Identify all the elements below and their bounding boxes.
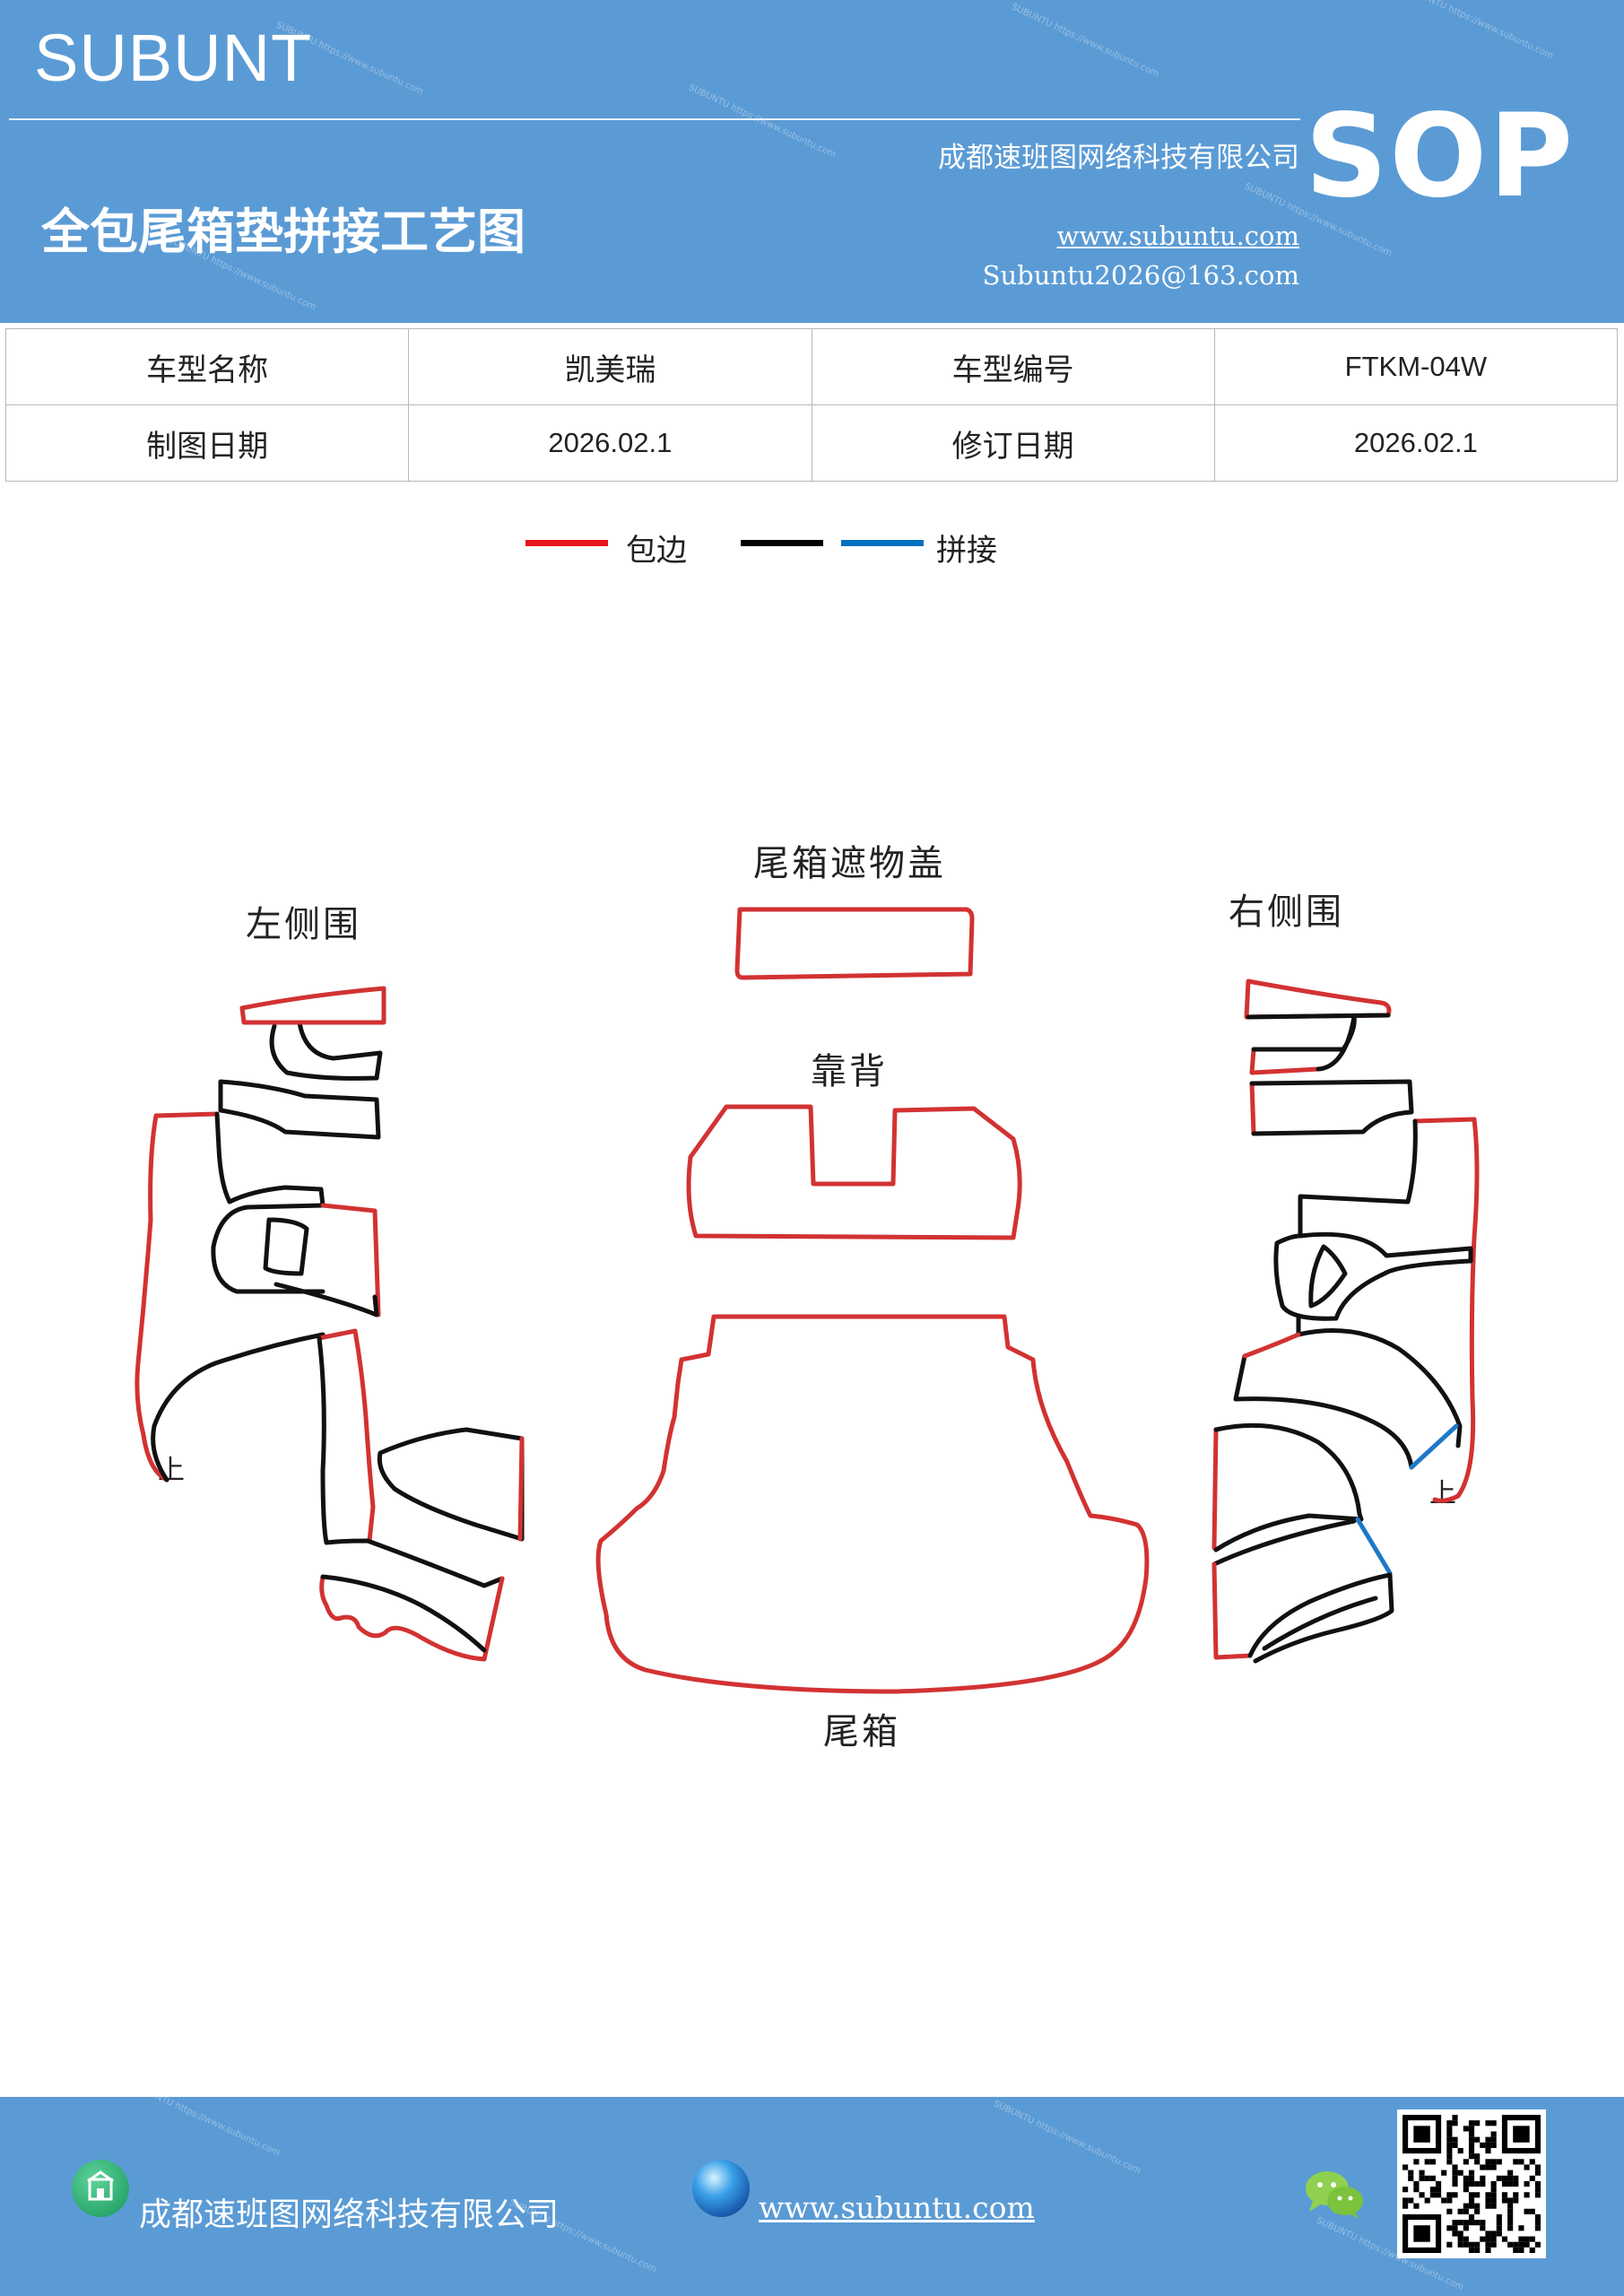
legend-swatch-seam (741, 540, 823, 546)
left-side-seam (269, 1020, 383, 1081)
left-side-bottom-edge (319, 1574, 505, 1662)
legend-swatch-edge (525, 540, 608, 546)
left-side-seam (263, 1217, 309, 1276)
right-side-seam (1296, 1316, 1463, 1448)
right-side-seam (1213, 1422, 1364, 1552)
right-side-seam (1273, 1231, 1473, 1321)
right-side-edge (1242, 1332, 1301, 1359)
watermark: SUBUNTU https://www.subuntu.com (1404, 0, 1555, 62)
table-cell-label: 车型名称 (4, 328, 410, 405)
backrest-piece (686, 1104, 1022, 1240)
left-side-edge (517, 1436, 525, 1542)
header-email[interactable]: Subuntu2026@163.com (982, 260, 1299, 291)
left-side-seam (274, 1282, 379, 1318)
right-side-edge (1244, 978, 1392, 1020)
table-row: 制图日期 2026.02.1 修订日期 2026.02.1 (4, 404, 1619, 482)
header-company-name: 成都速班图网络科技有限公司 (938, 142, 1299, 174)
footer-banner: SUBUNTU https://www.subuntu.com SUBUNTU … (0, 2097, 1624, 2296)
left-side-seam (211, 1203, 326, 1294)
globe-icon (692, 2160, 750, 2217)
left-side-lower-edge (317, 1328, 376, 1544)
right-side-seam (1233, 1353, 1414, 1470)
wechat-icon[interactable] (1302, 2167, 1367, 2221)
table-cell-label: 修订日期 (811, 404, 1215, 482)
right-side-seam (1262, 1596, 1378, 1651)
right-side-seam (1308, 1244, 1348, 1309)
right-side-edge (1211, 1427, 1219, 1551)
header-website-link[interactable]: www.subuntu.com (1056, 221, 1299, 251)
footer-company-name: 成都速班图网络科技有限公司 (139, 2196, 560, 2233)
left-side-seam (377, 1427, 525, 1542)
qr-code[interactable] (1397, 2109, 1546, 2258)
right-side-seam (1251, 1014, 1357, 1072)
table-cell-value: 2026.02.1 (408, 404, 812, 482)
cargo-cover-piece (734, 907, 975, 980)
label-cargo-cover: 尾箱遮物盖 (753, 843, 946, 884)
page-title: 全包尾箱垫拼接工艺图 (41, 204, 525, 260)
table-cell-value: FTKM-04W (1213, 328, 1619, 405)
left-side-seam (320, 1574, 487, 1653)
right-side-outer-edge (1412, 1117, 1480, 1503)
left-side-edge (320, 1203, 381, 1318)
watermark: SUBUNTU https://www.subuntu.com (992, 2099, 1142, 2177)
footer-website-link[interactable]: www.subuntu.com (759, 2190, 1035, 2225)
splicing-diagram (135, 907, 1480, 1694)
label-right-side: 右侧围 (1229, 891, 1344, 933)
right-side-seam (1246, 1013, 1391, 1020)
table-cell-label: 制图日期 (4, 404, 410, 482)
left-side-seam (151, 1332, 326, 1483)
vehicle-info-table: 车型名称 凯美瑞 车型编号 FTKM-04W 制图日期 2026.02.1 修订… (4, 328, 1619, 482)
watermark: SUBUNTU https://www.subuntu.com (131, 2097, 282, 2159)
left-side-seam (214, 1111, 326, 1208)
table-cell-value: 2026.02.1 (1213, 404, 1619, 482)
header-divider (9, 118, 1300, 120)
table-row: 车型名称 凯美瑞 车型编号 FTKM-04W (4, 328, 1619, 405)
right-side-edge (1249, 1081, 1256, 1136)
right-side-seam (1298, 1118, 1418, 1239)
right-side-seam (1211, 1518, 1357, 1567)
header-banner: SUBUNTU https://www.subuntu.com SUBUNTU … (0, 0, 1624, 323)
watermark: SUBUNTU https://www.subuntu.com (687, 83, 838, 161)
left-side-seam (317, 1335, 505, 1588)
right-side-edge (1211, 1561, 1253, 1660)
legend-label-edge: 包边 (626, 533, 687, 569)
right-side-seam (1247, 1572, 1394, 1664)
sop-badge: SOP (1305, 90, 1575, 223)
table-cell-label: 车型编号 (811, 328, 1215, 405)
watermark: SUBUNTU https://www.subuntu.com (1010, 2, 1160, 80)
table-cell-value: 凯美瑞 (408, 328, 812, 405)
right-side-edge (1249, 1047, 1321, 1075)
brand-logo-text: SUBUNT (34, 21, 313, 95)
trunk-piece (595, 1314, 1150, 1694)
left-side-edge (239, 986, 386, 1025)
right-side-seam (1249, 1079, 1414, 1136)
line-legend: 包边 拼接 (0, 526, 1624, 570)
left-side-outer-edge (135, 1111, 220, 1483)
label-backrest: 靠背 (811, 1051, 888, 1092)
label-left-side: 左侧围 (246, 904, 361, 945)
right-side-joint (1355, 1517, 1393, 1576)
legend-label-joint: 拼接 (936, 533, 997, 569)
building-icon (72, 2160, 129, 2217)
right-side-joint (1409, 1423, 1459, 1470)
label-right-up-mark: 上 (1429, 1478, 1459, 1509)
legend-swatch-joint (841, 540, 924, 546)
left-side-seam (218, 1079, 381, 1140)
label-trunk: 尾箱 (823, 1711, 900, 1752)
